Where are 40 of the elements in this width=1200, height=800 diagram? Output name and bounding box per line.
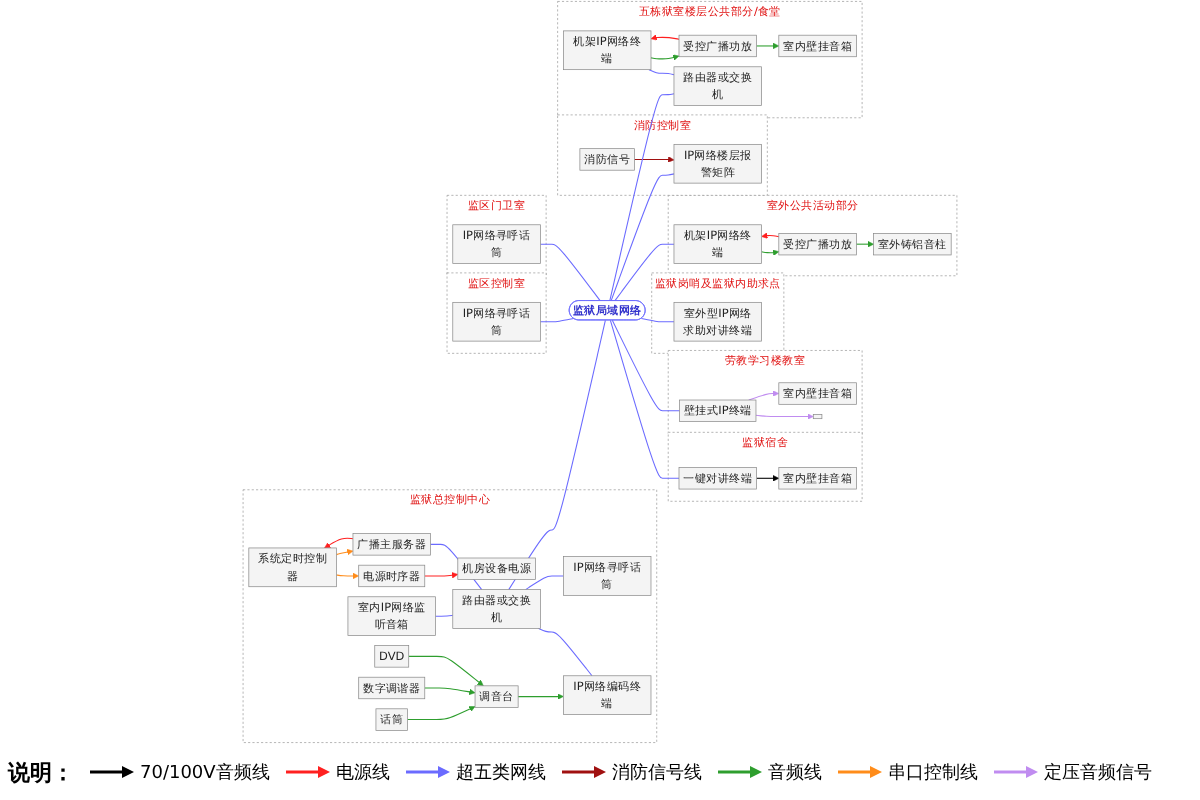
arrow — [748, 390, 780, 401]
arrow — [324, 537, 354, 549]
arrow — [335, 572, 359, 580]
legend-text: 电源线 — [335, 761, 390, 785]
arrow — [756, 42, 780, 50]
arrow — [755, 413, 814, 420]
connector — [508, 319, 606, 591]
arrow — [633, 156, 675, 163]
legend-heading: 说明： — [8, 757, 74, 787]
arrow — [650, 34, 680, 41]
arrow — [424, 572, 459, 579]
connector — [435, 614, 454, 617]
arrow — [517, 693, 564, 700]
legend-text: 70/100V音频线 — [140, 761, 270, 785]
connector — [525, 575, 564, 591]
connector — [609, 319, 680, 479]
connector — [640, 317, 675, 323]
node-box — [812, 414, 823, 420]
connector — [610, 173, 675, 302]
arrow — [761, 232, 780, 239]
legend-text: 超五类网线 — [455, 761, 546, 785]
arrow — [335, 548, 354, 556]
legend-text: 串口控制线 — [887, 761, 978, 785]
arrow — [756, 475, 780, 482]
legend-text: 消防信号线 — [611, 761, 702, 785]
arrow — [761, 249, 780, 256]
arrow — [424, 687, 476, 695]
connector — [614, 243, 675, 302]
arrow — [855, 241, 874, 248]
connector — [648, 69, 675, 76]
connector — [609, 93, 675, 302]
arrow — [408, 655, 484, 687]
connector — [539, 317, 575, 323]
arrow — [650, 54, 680, 61]
connector — [539, 243, 601, 302]
legend-text: 定压音频信号 — [1043, 761, 1152, 785]
connector — [611, 319, 681, 412]
legend-text: 音频线 — [767, 761, 822, 785]
arrow — [407, 706, 476, 721]
connector — [537, 627, 593, 677]
